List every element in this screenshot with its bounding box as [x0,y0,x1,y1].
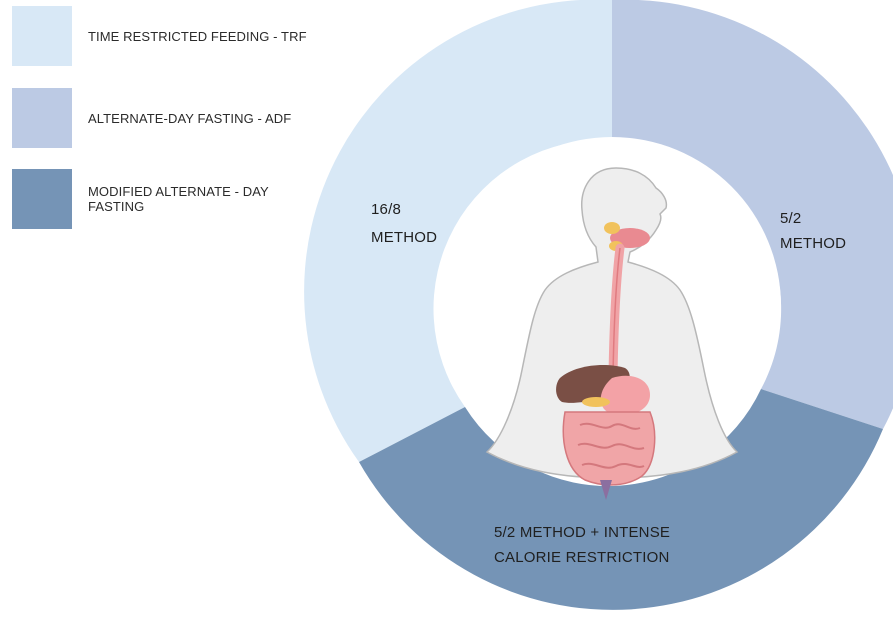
segment-label-madf-line2: CALORIE RESTRICTION [494,549,670,566]
segment-label-madf-line1: 5/2 METHOD + INTENSE [494,524,670,541]
segment-label-trf-line1: 16/8 [371,201,401,218]
segment-label-adf-line2: METHOD [780,235,846,252]
segment-label-trf-line2: METHOD [371,229,437,246]
segment-label-adf-line1: 5/2 [780,210,801,227]
